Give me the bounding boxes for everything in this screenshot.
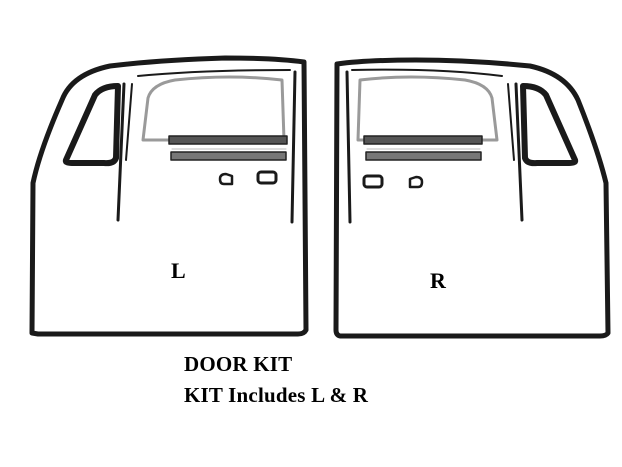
- right-division-channel-inner: [507, 83, 515, 161]
- right-rear-channel: [345, 70, 352, 224]
- left-lock-icon: [218, 172, 234, 186]
- left-division-channel: [116, 82, 126, 222]
- left-handle-icon: [256, 170, 278, 185]
- left-rear-channel: [290, 70, 297, 224]
- left-door: [29, 55, 309, 337]
- right-division-channel: [514, 82, 524, 222]
- right-beltline-inner: [365, 151, 482, 161]
- right-top-channel: [351, 68, 503, 77]
- left-vent-window-seal: [62, 83, 121, 167]
- right-door-label: R: [430, 268, 446, 293]
- left-door-label: L: [171, 258, 186, 283]
- right-vent-window-seal: [520, 83, 579, 167]
- left-window-frame: [141, 75, 286, 142]
- left-top-channel: [137, 69, 291, 77]
- left-door-outer-seal: [29, 55, 309, 337]
- left-division-channel-inner: [125, 83, 133, 161]
- right-beltline-outer: [363, 135, 483, 145]
- right-lock-icon: [408, 175, 424, 189]
- caption-subtitle: KIT Includes L & R: [184, 383, 369, 407]
- right-handle-icon: [362, 174, 384, 189]
- left-beltline-inner: [170, 151, 287, 161]
- right-door-outer-seal: [333, 57, 611, 339]
- left-beltline-outer: [168, 135, 288, 145]
- right-door: [333, 57, 611, 339]
- caption-title: DOOR KIT: [184, 352, 293, 376]
- right-window-frame: [356, 75, 499, 142]
